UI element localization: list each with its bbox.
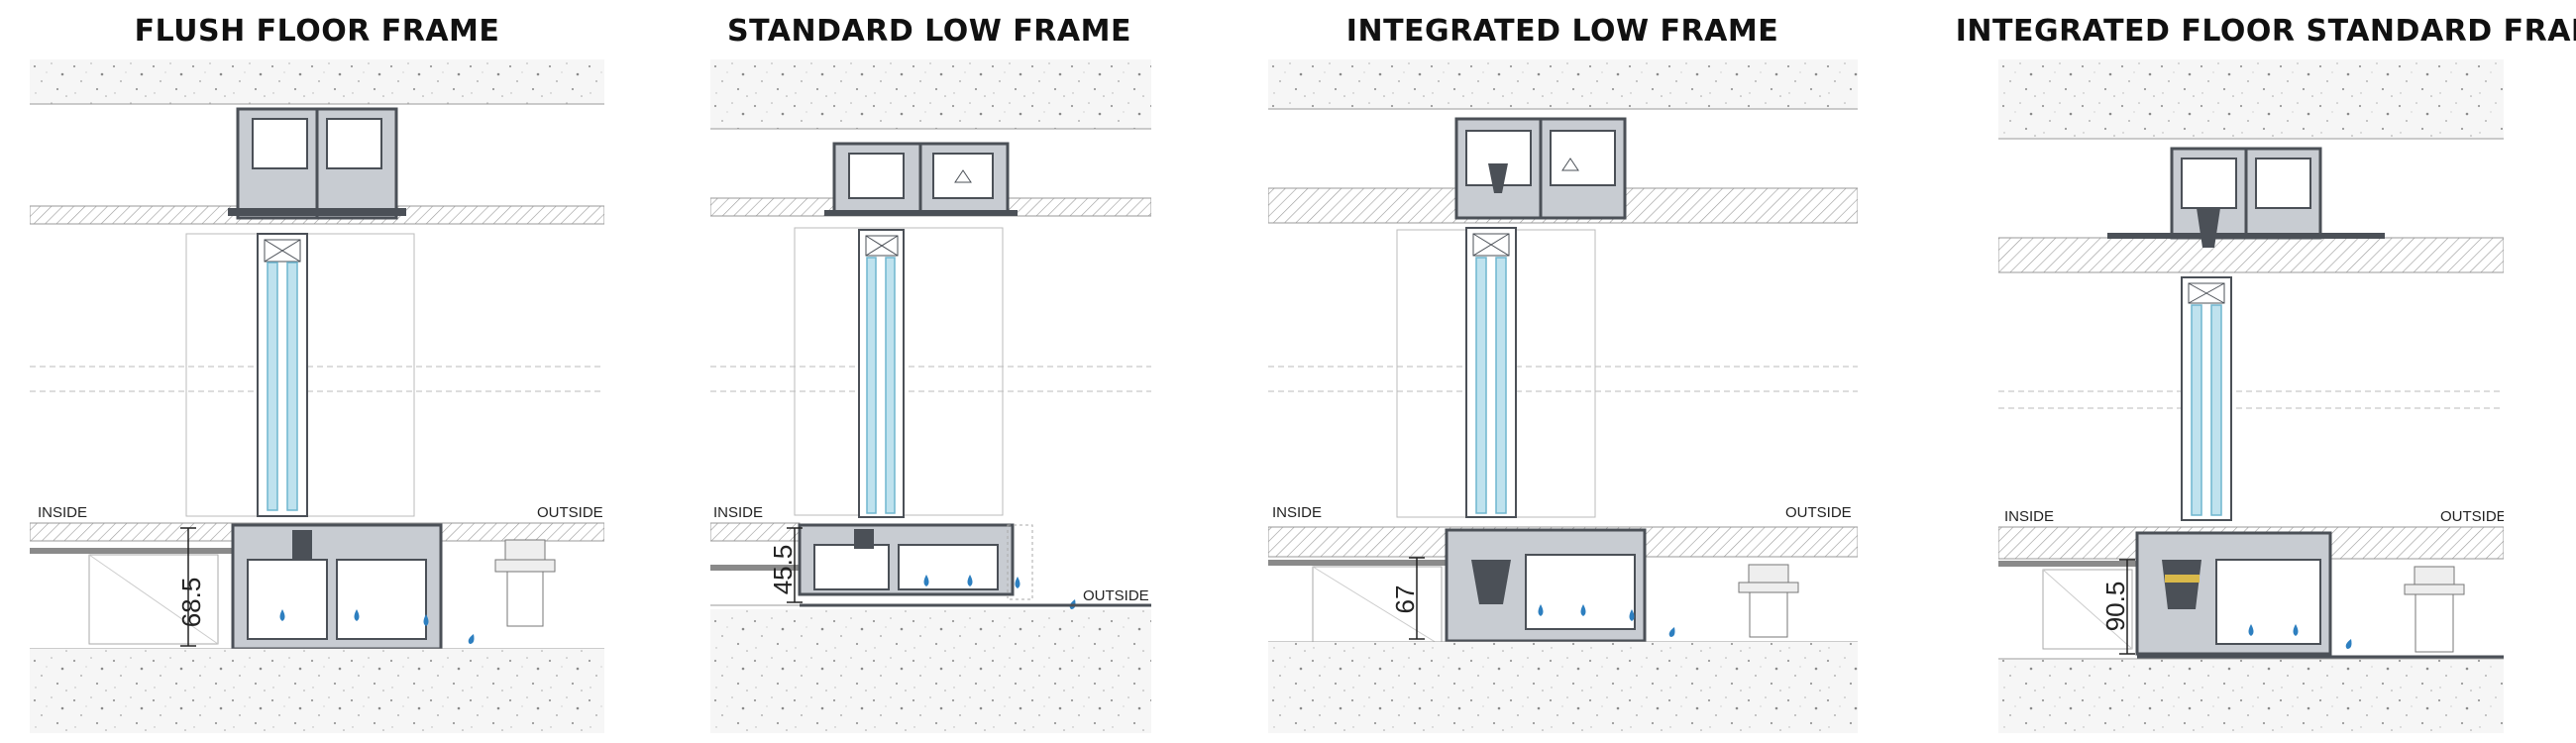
inside-label: INSIDE: [713, 504, 763, 521]
screed-block: [88, 554, 219, 645]
glazing-frame: [1465, 227, 1517, 518]
glass-pane: [1475, 257, 1487, 514]
panel-2-drawing: INSIDE OUTSIDE 45.5: [710, 59, 1151, 733]
inside-label: INSIDE: [1272, 504, 1322, 521]
water-drop-icon: [279, 609, 285, 621]
water-drop-icon: [1538, 604, 1544, 616]
water-drop-icon: [1629, 609, 1635, 621]
panel-4-drawing: INSIDE OUTSIDE 90.5: [1998, 59, 2504, 733]
water-drop-icon: [923, 575, 929, 586]
ceiling-concrete: [1998, 59, 2504, 139]
panel-3-title: INTEGRATED LOW FRAME: [1345, 14, 1779, 49]
water-drop-icon: [1580, 604, 1586, 616]
glazing-frame: [858, 229, 905, 518]
screed-block: [2042, 569, 2133, 650]
water-drop-icon: [2345, 639, 2352, 649]
water-drop-icon: [2248, 624, 2254, 636]
pedestal-support: [506, 571, 544, 627]
glass-pane: [267, 262, 278, 511]
glass-pane: [286, 262, 298, 511]
floor-hatch: [710, 522, 801, 542]
floor-concrete: [1268, 642, 1858, 733]
ceiling-concrete: [1268, 59, 1858, 109]
panel-2-title: STANDARD LOW FRAME: [727, 14, 1131, 49]
panel-3-drawing: INSIDE OUTSIDE 67: [1268, 59, 1858, 733]
panel-1-title: FLUSH FLOOR FRAME: [134, 14, 500, 49]
water-drop-icon: [468, 634, 475, 644]
floor-concrete: [710, 609, 1151, 733]
outside-label: OUTSIDE: [2440, 508, 2504, 525]
panel-1-drawing: INSIDE OUTSIDE 68.5: [30, 59, 604, 733]
inside-label: INSIDE: [38, 504, 87, 521]
glazing-frame: [2181, 276, 2232, 521]
seal-strip: [2165, 575, 2200, 583]
water-drop-icon: [1015, 577, 1020, 588]
water-drop-icon: [2293, 624, 2299, 636]
inside-label: INSIDE: [2004, 508, 2054, 525]
dimension-value: 68.5: [176, 578, 206, 628]
ceiling-concrete: [710, 59, 1151, 129]
floor-concrete: [30, 649, 604, 733]
dimension-value: 67: [1390, 585, 1420, 614]
glass-pane: [2191, 304, 2202, 516]
glass-pane: [885, 257, 896, 514]
glass-pane: [2210, 304, 2222, 516]
water-drop-icon: [354, 609, 360, 621]
pedestal-support: [2415, 593, 2454, 653]
dimension-value: 90.5: [2100, 582, 2130, 632]
water-drop-icon: [423, 614, 429, 626]
panel-4-title: INTEGRATED FLOOR STANDARD FRAME: [1955, 14, 2576, 49]
ceiling-concrete: [30, 59, 604, 104]
t-connector: [1488, 163, 1508, 193]
glass-pane: [1495, 257, 1507, 514]
outside-label: OUTSIDE: [1083, 587, 1149, 604]
dimension-value: 45.5: [768, 545, 798, 595]
water-drop-icon: [1668, 627, 1675, 637]
water-drop-icon: [967, 575, 973, 586]
outside-label: OUTSIDE: [537, 504, 603, 521]
triangle-marker-icon: [954, 169, 972, 183]
triangle-marker-icon: [1561, 158, 1579, 171]
glazing-frame: [257, 233, 308, 517]
glass-pane: [866, 257, 877, 514]
ceiling-hatch: [1998, 237, 2504, 273]
floor-concrete: [1998, 660, 2504, 733]
outside-label: OUTSIDE: [1785, 504, 1852, 521]
pedestal-support: [1749, 591, 1788, 638]
